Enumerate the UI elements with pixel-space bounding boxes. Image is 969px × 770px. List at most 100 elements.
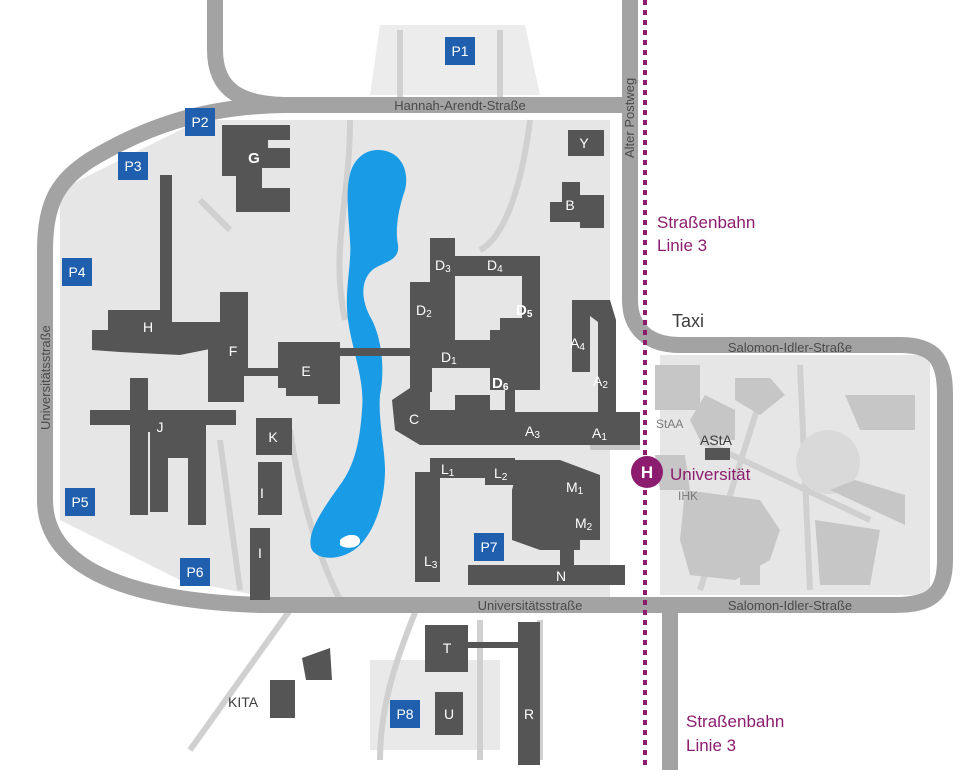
label-N: N	[556, 568, 566, 584]
street-universitaet-bottom: Universitätsstraße	[478, 598, 583, 613]
building-H	[92, 175, 230, 355]
building-D	[410, 238, 540, 390]
tram-label-top-2: Linie 3	[657, 236, 707, 255]
label-D2: D2	[416, 302, 432, 320]
label-R: R	[524, 706, 534, 722]
label-E: E	[301, 363, 310, 379]
label-J: J	[157, 419, 164, 435]
building-L2	[485, 460, 520, 485]
street-salomon-top: Salomon-Idler-Straße	[728, 340, 852, 355]
parking-P7-label: P7	[480, 539, 497, 555]
label-D5: D5	[516, 302, 533, 320]
label-IHK: IHK	[678, 489, 698, 503]
label-L3: L3	[424, 553, 438, 571]
label-T: T	[443, 640, 452, 656]
building-KITA	[270, 680, 295, 718]
label-A1: A1	[592, 425, 607, 443]
building-D1	[410, 340, 500, 392]
building-R	[518, 622, 540, 765]
parking-P8[interactable]	[390, 700, 420, 728]
parking-signs: P1 P2 P3 P4 P5 P6 P7 P8	[62, 37, 504, 728]
label-A3: A3	[525, 423, 540, 441]
label-C: C	[409, 411, 419, 427]
building-F	[208, 292, 278, 402]
parking-P4[interactable]	[62, 258, 92, 286]
parking-P7[interactable]	[474, 533, 504, 561]
label-H: H	[143, 319, 153, 335]
tram-stop-name: Universität	[670, 465, 751, 484]
building-B	[550, 182, 604, 228]
lake-island	[340, 534, 360, 548]
parking-P3-label: P3	[124, 158, 141, 174]
parking-P8-label: P8	[396, 706, 413, 722]
building-M	[512, 460, 600, 550]
tram-stop-symbol: H	[641, 463, 653, 482]
building-AStA	[705, 448, 730, 460]
street-alter-postweg: Alter Postweg	[622, 78, 637, 158]
tram-label-bottom-1: Straßenbahn	[686, 712, 784, 731]
label-I1: I	[260, 485, 264, 501]
building-I1	[258, 462, 282, 515]
building-A4	[572, 300, 616, 412]
building-D6	[490, 330, 522, 390]
tram-stop-circle	[631, 456, 663, 488]
building-M-stem	[560, 540, 574, 565]
building-N	[468, 565, 625, 585]
label-I2: I	[258, 545, 262, 561]
label-L1: L1	[441, 461, 455, 479]
parking-P5[interactable]	[65, 488, 95, 516]
label-KITA: KITA	[228, 694, 259, 710]
plaza	[796, 430, 860, 494]
label-U: U	[444, 706, 454, 722]
street-hannah-arendt: Hannah-Arendt-Straße	[394, 98, 526, 113]
tram-label-bottom-2: Linie 3	[686, 736, 736, 755]
label-A2: A2	[593, 373, 608, 391]
label-L2: L2	[494, 465, 508, 483]
label-D4: D4	[487, 257, 503, 275]
label-D3: D3	[435, 257, 451, 275]
label-M2: M2	[575, 515, 593, 533]
label-G: G	[248, 150, 260, 167]
east-buildings	[590, 365, 915, 585]
label-AStA: AStA	[700, 432, 733, 448]
connector-E-D	[340, 348, 410, 356]
parking-P4-label: P4	[68, 264, 85, 280]
parking-P1[interactable]	[445, 37, 475, 65]
parking-P6-label: P6	[186, 564, 203, 580]
label-M1: M1	[566, 479, 584, 497]
connector-T-R	[468, 642, 520, 648]
parking-P3[interactable]	[118, 152, 148, 180]
parking-P2[interactable]	[185, 108, 215, 136]
parking-P6[interactable]	[180, 558, 210, 586]
building-labels: G Y B H F E J K I I D3 D4 D2 D5 D1 D6 C …	[143, 135, 608, 722]
building-E	[278, 342, 340, 404]
building-J	[90, 378, 236, 525]
building-Y	[568, 130, 604, 156]
building-T	[425, 625, 468, 672]
street-universitaet-left: Universitätsstraße	[38, 325, 53, 430]
parking-P1-label: P1	[451, 43, 468, 59]
building-I2	[250, 528, 270, 600]
building-K	[256, 418, 292, 455]
building-G	[222, 125, 290, 212]
label-F: F	[229, 343, 238, 359]
label-B: B	[565, 197, 574, 213]
building-C	[392, 385, 640, 445]
building-KITA-2	[302, 648, 332, 680]
street-salomon-bottom: Salomon-Idler-Straße	[728, 598, 852, 613]
label-K: K	[268, 429, 278, 445]
parking-P5-label: P5	[71, 494, 88, 510]
parking-P2-label: P2	[191, 114, 208, 130]
tram-label-top-1: Straßenbahn	[657, 213, 755, 232]
label-taxi: Taxi	[672, 311, 704, 331]
label-A4: A4	[570, 335, 585, 353]
label-D1: D1	[441, 349, 457, 367]
building-L3	[415, 472, 440, 582]
label-D6: D6	[492, 375, 509, 393]
label-Y: Y	[579, 135, 589, 151]
building-U	[435, 692, 463, 735]
dark-buildings	[90, 125, 730, 765]
label-StAA: StAA	[656, 417, 683, 431]
